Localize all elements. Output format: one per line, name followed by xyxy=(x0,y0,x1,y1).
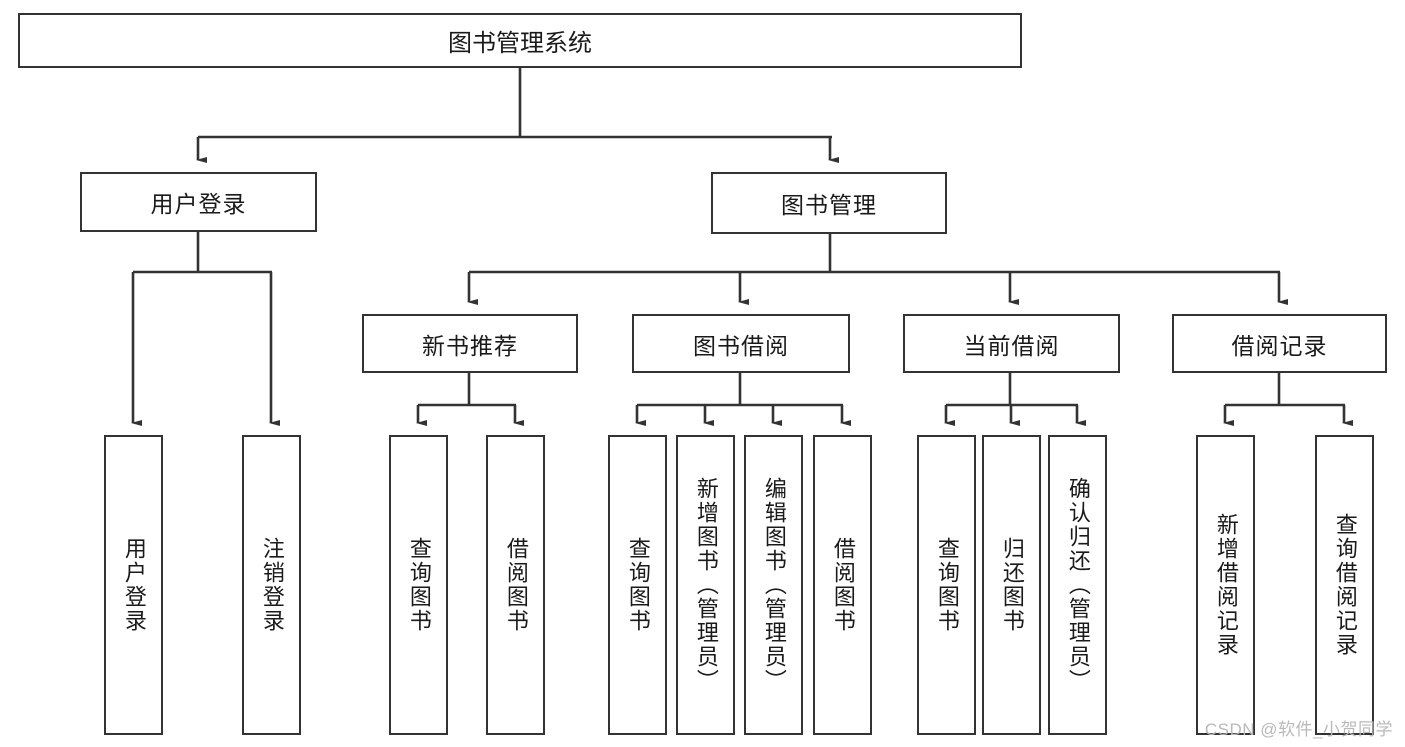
node-leaf-borrow-book-1-label: 借阅图书 xyxy=(503,537,529,633)
node-leaf-return-book-label: 归还图书 xyxy=(999,537,1025,633)
node-leaf-add-book-label: 新增图书（管理员） xyxy=(693,477,719,693)
node-leaf-add-record[interactable]: 新增借阅记录 xyxy=(1196,435,1255,735)
node-user-login[interactable]: 用户登录 xyxy=(80,172,317,232)
node-leaf-user-login-label: 用户登录 xyxy=(121,537,147,633)
node-root[interactable]: 图书管理系统 xyxy=(18,13,1022,68)
node-leaf-logout-login[interactable]: 注销登录 xyxy=(242,435,301,735)
node-leaf-borrow-book-2-label: 借阅图书 xyxy=(830,537,856,633)
node-current-borrow[interactable]: 当前借阅 xyxy=(903,314,1120,373)
node-borrow-record[interactable]: 借阅记录 xyxy=(1172,314,1387,373)
node-root-label: 图书管理系统 xyxy=(448,30,592,57)
node-leaf-query-record-label: 查询借阅记录 xyxy=(1332,513,1358,657)
node-leaf-query-book-1-label: 查询图书 xyxy=(406,537,432,633)
node-leaf-borrow-book-2[interactable]: 借阅图书 xyxy=(813,435,872,735)
node-leaf-user-login[interactable]: 用户登录 xyxy=(104,435,163,735)
node-leaf-edit-book-label: 编辑图书（管理员） xyxy=(761,477,787,693)
node-leaf-add-record-label: 新增借阅记录 xyxy=(1213,513,1239,657)
node-leaf-query-book-3-label: 查询图书 xyxy=(934,537,960,633)
node-leaf-query-book-2-label: 查询图书 xyxy=(625,537,651,633)
node-book-management[interactable]: 图书管理 xyxy=(711,172,947,234)
node-leaf-query-book-2[interactable]: 查询图书 xyxy=(608,435,667,735)
node-book-borrow-label: 图书借阅 xyxy=(693,332,789,359)
node-current-borrow-label: 当前借阅 xyxy=(963,332,1060,359)
node-book-borrow[interactable]: 图书借阅 xyxy=(632,314,850,373)
node-book-management-label: 图书管理 xyxy=(781,192,877,218)
node-leaf-query-book-3[interactable]: 查询图书 xyxy=(917,435,976,735)
node-leaf-query-book-1[interactable]: 查询图书 xyxy=(389,435,448,735)
node-leaf-borrow-book-1[interactable]: 借阅图书 xyxy=(486,435,545,735)
node-user-login-label: 用户登录 xyxy=(150,191,247,217)
node-leaf-confirm-return-label: 确认归还（管理员） xyxy=(1065,477,1091,693)
node-borrow-record-label: 借阅记录 xyxy=(1231,332,1328,359)
node-leaf-confirm-return[interactable]: 确认归还（管理员） xyxy=(1048,435,1107,735)
node-new-book-recommend-label: 新书推荐 xyxy=(422,332,518,359)
node-new-book-recommend[interactable]: 新书推荐 xyxy=(362,314,578,373)
node-leaf-add-book[interactable]: 新增图书（管理员） xyxy=(676,435,735,735)
node-leaf-return-book[interactable]: 归还图书 xyxy=(982,435,1041,735)
node-leaf-logout-login-label: 注销登录 xyxy=(259,537,285,633)
node-leaf-edit-book[interactable]: 编辑图书（管理员） xyxy=(744,435,803,735)
node-leaf-query-record[interactable]: 查询借阅记录 xyxy=(1315,435,1374,735)
watermark: CSDN @软件_小贺同学 xyxy=(1204,720,1393,739)
